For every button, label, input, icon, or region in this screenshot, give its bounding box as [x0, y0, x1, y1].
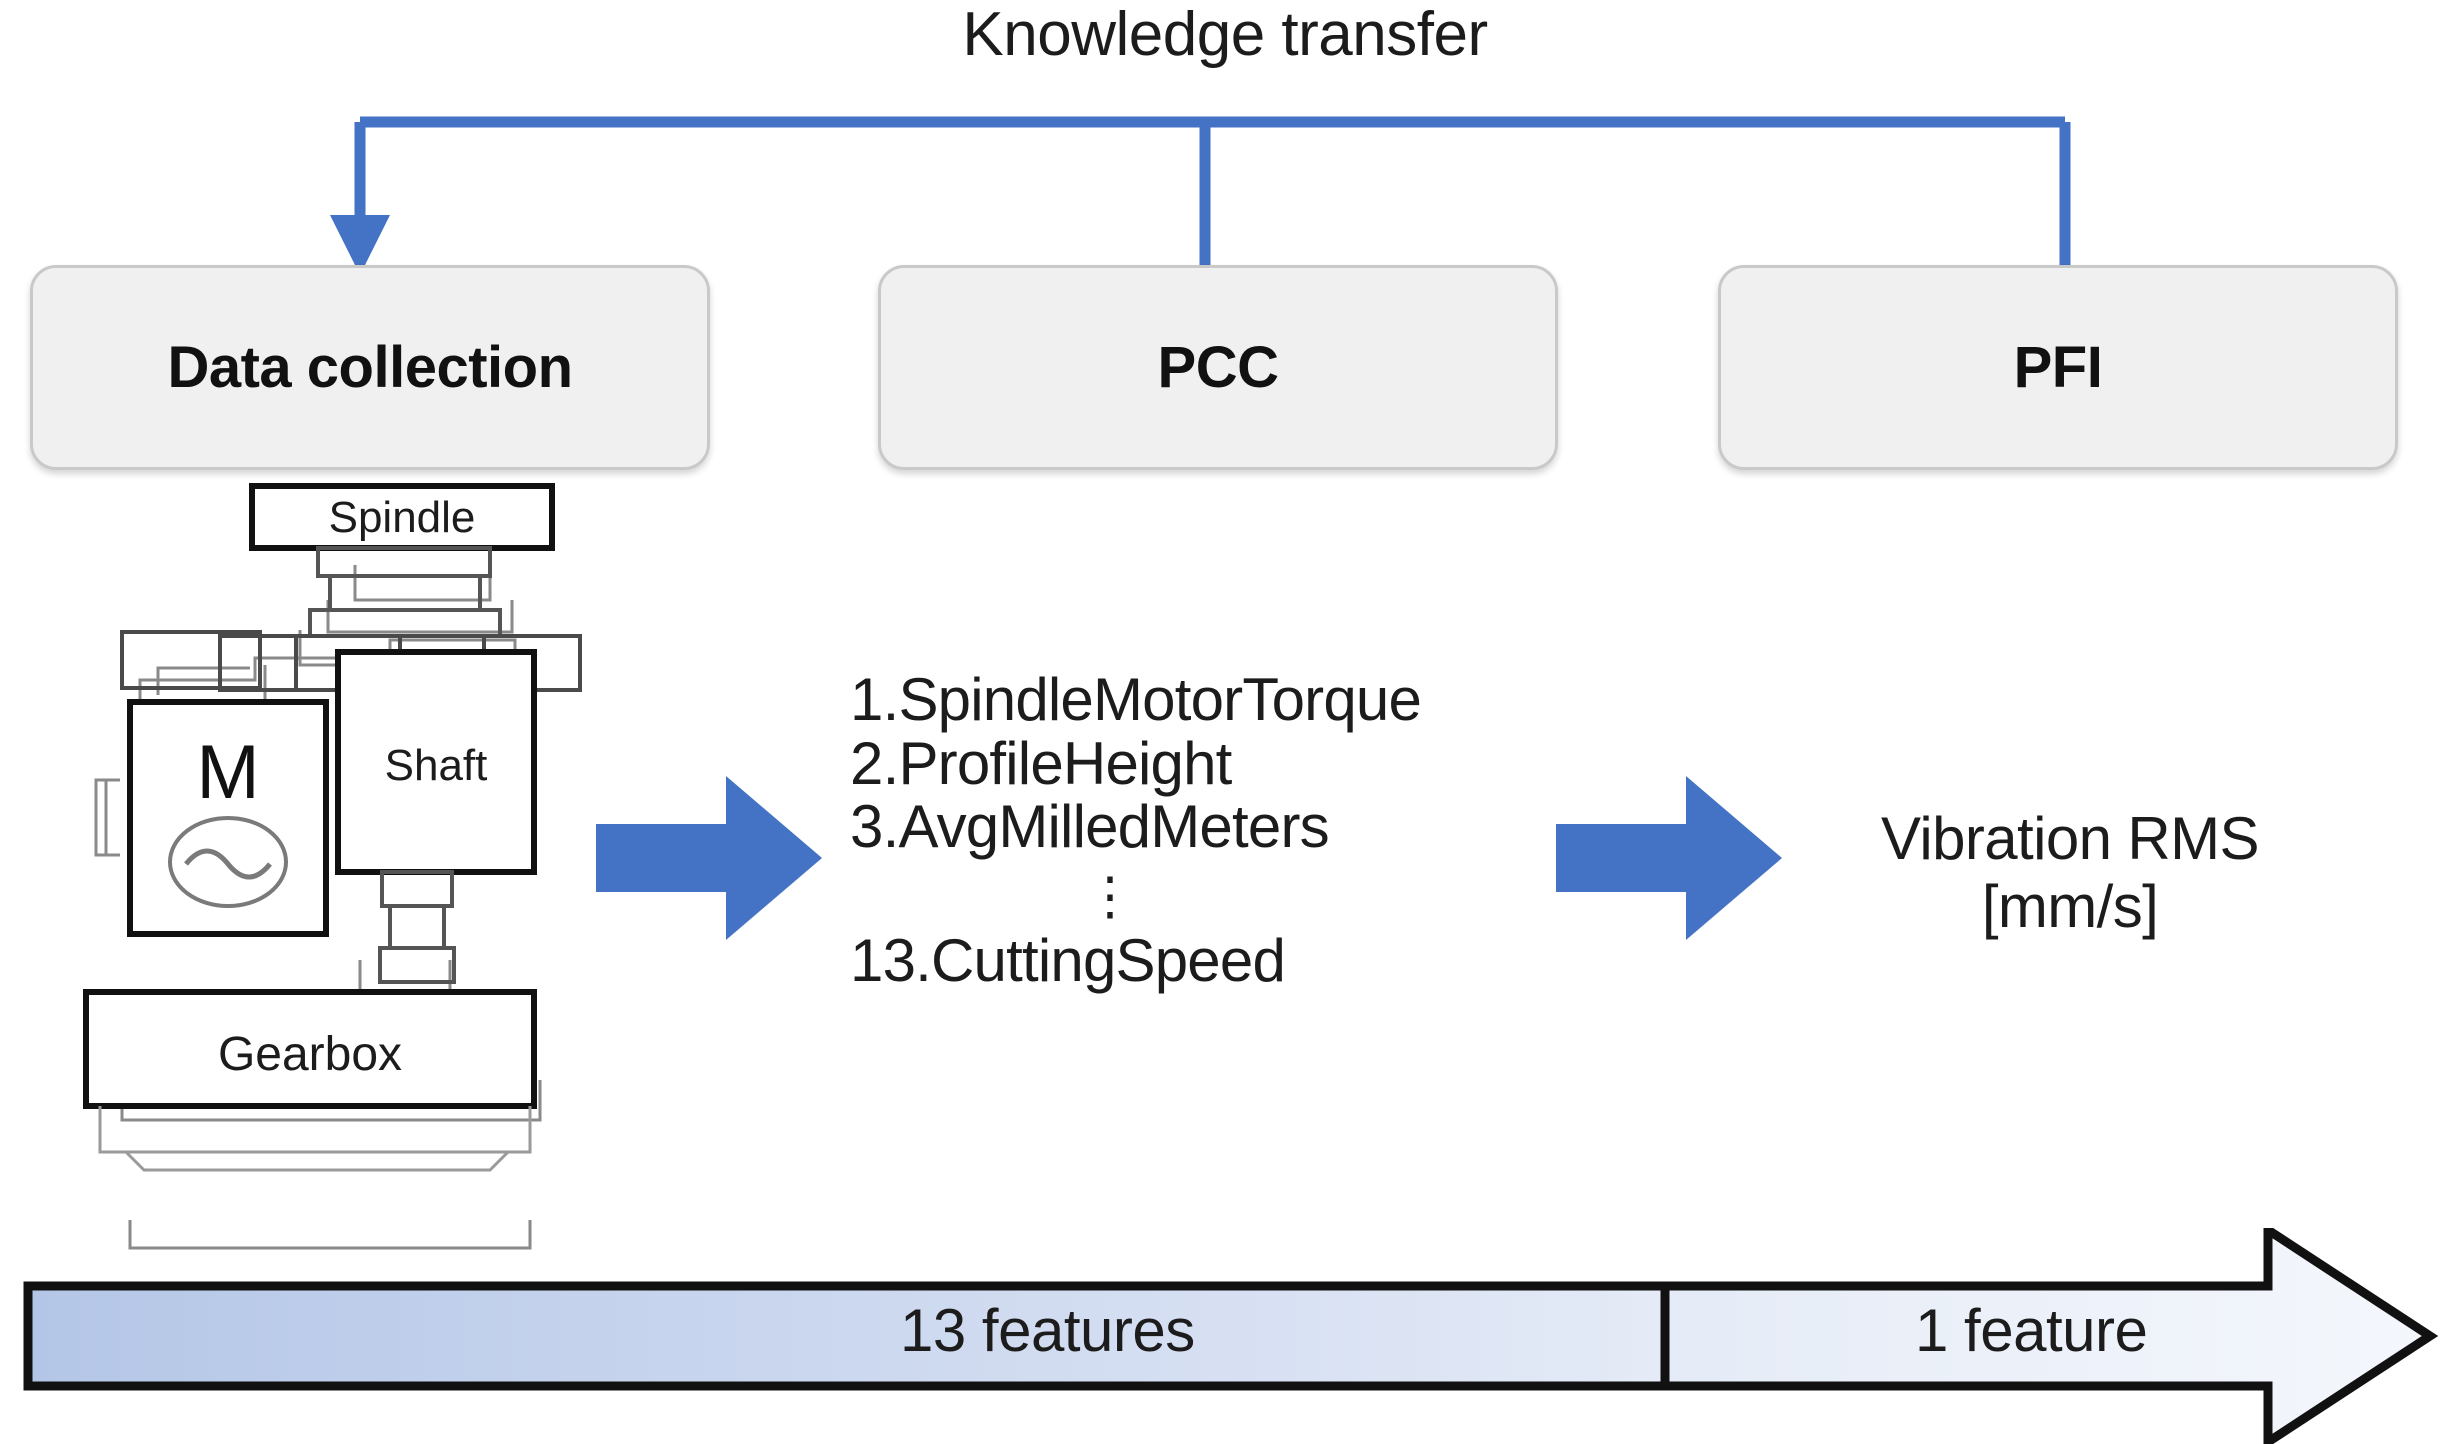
feature-item-3: 3.AvgMilledMeters	[850, 793, 1330, 861]
spindle-box: Spindle	[249, 483, 555, 551]
band-label-output-feature: 1 feature	[1915, 1297, 2148, 1364]
page-title: Knowledge transfer	[962, 0, 1488, 69]
spindle-label: Spindle	[329, 493, 476, 542]
gearbox-label: Gearbox	[218, 1028, 402, 1081]
vertical-ellipsis-icon: ⋮	[1084, 867, 1136, 926]
shaft-label: Shaft	[385, 741, 488, 790]
feature-item-1: 1.SpindleMotorTorque	[850, 666, 1422, 733]
stage-label-pcc: PCC	[1157, 335, 1279, 400]
target-variable-name: Vibration RMS	[1881, 805, 2260, 872]
feature-item-2: 2.ProfileHeight	[850, 729, 1232, 797]
target-variable: Vibration RMS [mm/s]	[1820, 805, 2320, 942]
arrow-features-to-target	[1556, 776, 1782, 940]
sine-wave-icon	[184, 848, 272, 880]
stage-box-pcc[interactable]: PCC	[878, 265, 1558, 470]
motor-label: M	[196, 730, 259, 815]
knowledge-transfer-bracket	[330, 116, 2071, 275]
motor-symbol-circle	[168, 816, 288, 908]
feature-item-13: 13.CuttingSpeed	[850, 926, 1286, 994]
milling-machine-illustration: Spindle M Shaft	[83, 483, 582, 1250]
band-label-input-features: 13 features	[900, 1297, 1195, 1364]
stage-box-data-collection[interactable]: Data collection	[30, 265, 710, 470]
target-variable-unit: [mm/s]	[1981, 873, 2159, 941]
feature-count-band	[23, 1228, 2439, 1444]
band-arrow-shape	[23, 1228, 2439, 1444]
shaft-box: Shaft	[335, 649, 537, 875]
stage-label-pfi: PFI	[2013, 335, 2103, 400]
stage-box-pfi[interactable]: PFI	[1718, 265, 2398, 470]
stage-label-data-collection: Data collection	[167, 335, 573, 400]
arrow-machine-to-features	[596, 776, 822, 940]
gearbox-box: Gearbox	[83, 989, 537, 1109]
feature-list: 1.SpindleMotorTorque 2.ProfileHeight 3.A…	[850, 668, 1610, 992]
motor-box: M	[127, 699, 329, 937]
